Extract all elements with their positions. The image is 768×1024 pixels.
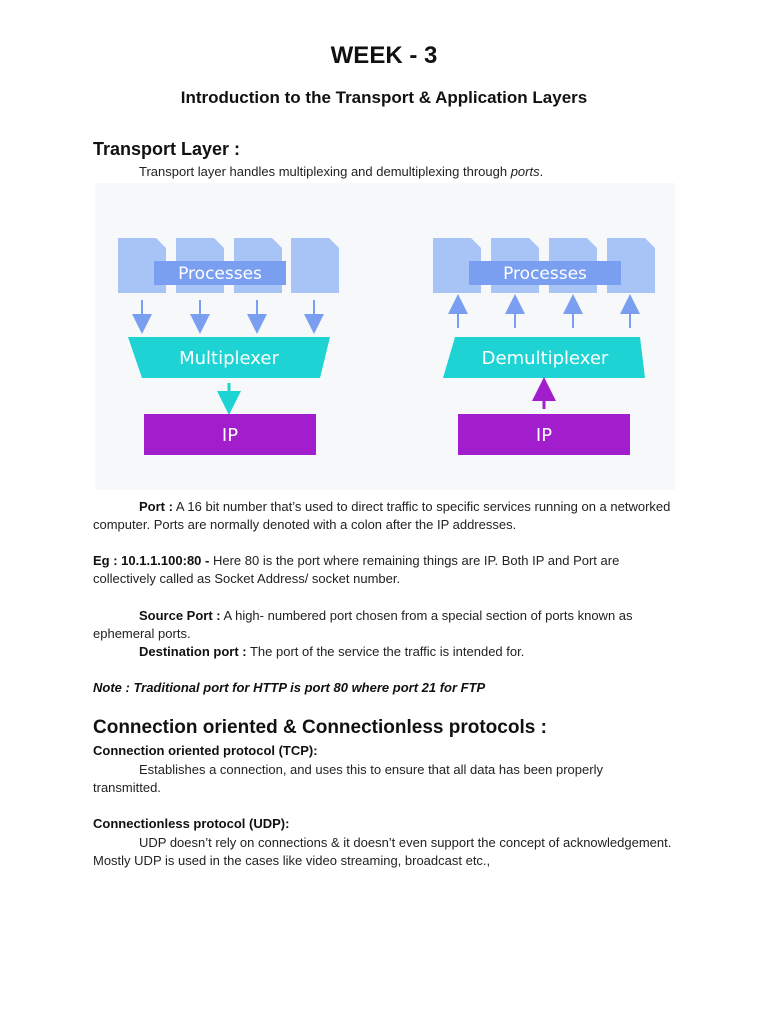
port-paragraph: Port : A 16 bit number that’s used to di… xyxy=(93,498,673,534)
left-ip-label: IP xyxy=(222,425,238,446)
right-processes-label: Processes xyxy=(503,264,587,284)
process-doc-icon xyxy=(291,238,339,293)
transport-layer-heading: Transport Layer : xyxy=(93,139,241,159)
connection-heading: Connection oriented & Connectionless pro… xyxy=(93,717,547,738)
source-port-text: A high- numbered port chosen from a spec… xyxy=(93,608,633,641)
example-label: Eg : 10.1.1.100:80 - xyxy=(93,553,210,568)
transport-intro: Transport layer handles multiplexing and… xyxy=(93,163,673,181)
left-down-arrows xyxy=(132,300,324,334)
demultiplexer-label: Demultiplexer xyxy=(482,348,609,369)
page-subtitle: Introduction to the Transport & Applicat… xyxy=(180,88,588,107)
left-processes-label: Processes xyxy=(178,264,262,284)
tcp-heading: Connection oriented protocol (TCP): xyxy=(93,743,318,758)
right-ip-label: IP xyxy=(536,425,552,446)
right-ip-box xyxy=(458,414,630,455)
left-processes-group: Processes xyxy=(118,238,339,293)
udp-paragraph: UDP doesn’t rely on connections & it doe… xyxy=(93,834,673,870)
port-label: Port : xyxy=(139,499,173,514)
transport-intro-end: . xyxy=(539,164,544,179)
transport-intro-text: Transport layer handles multiplexing and… xyxy=(139,164,511,179)
left-ip-box xyxy=(144,414,316,455)
right-up-arrows xyxy=(448,294,640,328)
port-text: A 16 bit number that’s used to direct tr… xyxy=(93,499,671,532)
http-ftp-note: Note : Traditional port for HTTP is port… xyxy=(93,680,486,695)
tcp-paragraph: Establishes a connection, and uses this … xyxy=(93,761,673,797)
processes-band xyxy=(469,261,621,285)
page-title: WEEK - 3 xyxy=(330,42,438,69)
multiplexer-label: Multiplexer xyxy=(179,348,279,369)
source-port-paragraph: Source Port : A high- numbered port chos… xyxy=(93,607,673,643)
multiplexer-box xyxy=(128,337,330,378)
udp-text: UDP doesn’t rely on connections & it doe… xyxy=(93,835,672,868)
mux-demux-diagram: Processes Multiplexer IP Processes xyxy=(95,183,675,490)
example-paragraph: Eg : 10.1.1.100:80 - Here 80 is the port… xyxy=(93,552,673,588)
udp-heading: Connectionless protocol (UDP): xyxy=(93,816,290,831)
destination-port-paragraph: Destination port : The port of the servi… xyxy=(93,643,673,661)
destination-port-text: The port of the service the traffic is i… xyxy=(246,644,525,659)
example-text: Here 80 is the port where remaining thin… xyxy=(93,553,620,586)
right-processes-group: Processes xyxy=(433,238,655,293)
transport-intro-ports: ports xyxy=(510,164,540,179)
destination-port-label: Destination port : xyxy=(139,644,247,659)
demultiplexer-box xyxy=(443,337,645,378)
processes-band xyxy=(154,261,286,285)
tcp-text: Establishes a connection, and uses this … xyxy=(93,762,603,795)
source-port-label: Source Port : xyxy=(139,608,221,623)
